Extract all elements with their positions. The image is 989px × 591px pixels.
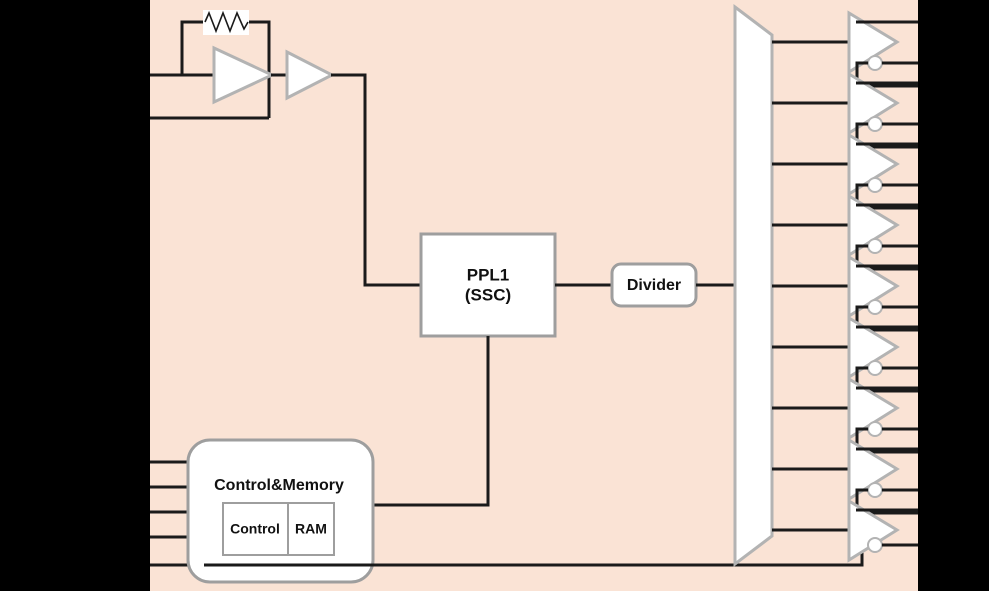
output-buffer-8[interactable]: [772, 437, 918, 515]
feedback-resistor: [203, 10, 249, 35]
crystal-oscillator-inverter: [212, 45, 276, 105]
ram-rect[interactable]: [287, 502, 335, 556]
ram-label: RAM: [295, 521, 327, 537]
output-buffer-9[interactable]: [772, 498, 918, 563]
buffer-1-inverting-bubble-icon: [867, 55, 883, 71]
buffer-8-inverting-bubble-icon: [867, 482, 883, 498]
pll-label-line2: (SSC): [465, 285, 511, 304]
control-memory-block[interactable]: Control&Memory Control RAM: [186, 438, 375, 584]
buffer-5-bubble-stem: [855, 305, 918, 332]
output-buffer-group: [772, 10, 918, 563]
output-buffer-2[interactable]: [772, 71, 918, 149]
output-clock-mux[interactable]: [733, 3, 774, 568]
output-buffer-3[interactable]: [772, 132, 918, 210]
buffer-6-bubble-stem: [855, 366, 918, 393]
resistor-zigzag: [204, 10, 249, 34]
pll-to-control-wire: [373, 336, 490, 507]
oscillator-feedback-net: [180, 20, 271, 118]
control-label: Control: [230, 521, 280, 537]
buffer-2-inverting-bubble-icon: [867, 116, 883, 132]
amp2-triangle: [285, 49, 336, 101]
buffer-9-inverting-bubble-icon: [867, 537, 883, 553]
oscillator-buffer: [285, 49, 336, 101]
buffer-7-bubble-stem: [855, 427, 918, 454]
amp1-triangle: [212, 45, 276, 105]
divider-label: Divider: [627, 277, 681, 294]
pll-block[interactable]: PPL1 (SSC): [419, 232, 557, 338]
buffer-2-bubble-stem: [855, 122, 918, 149]
output-buffer-6[interactable]: [772, 315, 918, 393]
control-memory-label: Control&Memory: [214, 477, 344, 494]
buffer-4-bubble-stem: [855, 244, 918, 271]
buffer-7-inverting-bubble-icon: [867, 421, 883, 437]
feedback-left-leg: [180, 20, 206, 75]
buffer-4-inverting-bubble-icon: [867, 238, 883, 254]
output-buffer-4[interactable]: [772, 193, 918, 271]
buffer-3-inverting-bubble-icon: [867, 177, 883, 193]
buffer-1-bubble-stem: [855, 61, 918, 88]
buffer-5-inverting-bubble-icon: [867, 299, 883, 315]
buffer-6-inverting-bubble-icon: [867, 360, 883, 376]
pll-label-line1: PPL1: [467, 265, 510, 284]
output-buffer-1[interactable]: [772, 10, 918, 88]
feedback-right-leg: [246, 20, 271, 118]
buffer-3-bubble-stem: [855, 183, 918, 210]
divider-block[interactable]: Divider: [610, 262, 698, 308]
output-buffer-5[interactable]: [772, 254, 918, 332]
buffer-8-bubble-stem: [855, 488, 918, 515]
output-buffer-7[interactable]: [772, 376, 918, 454]
buffer-to-pll-wire: [331, 73, 421, 287]
